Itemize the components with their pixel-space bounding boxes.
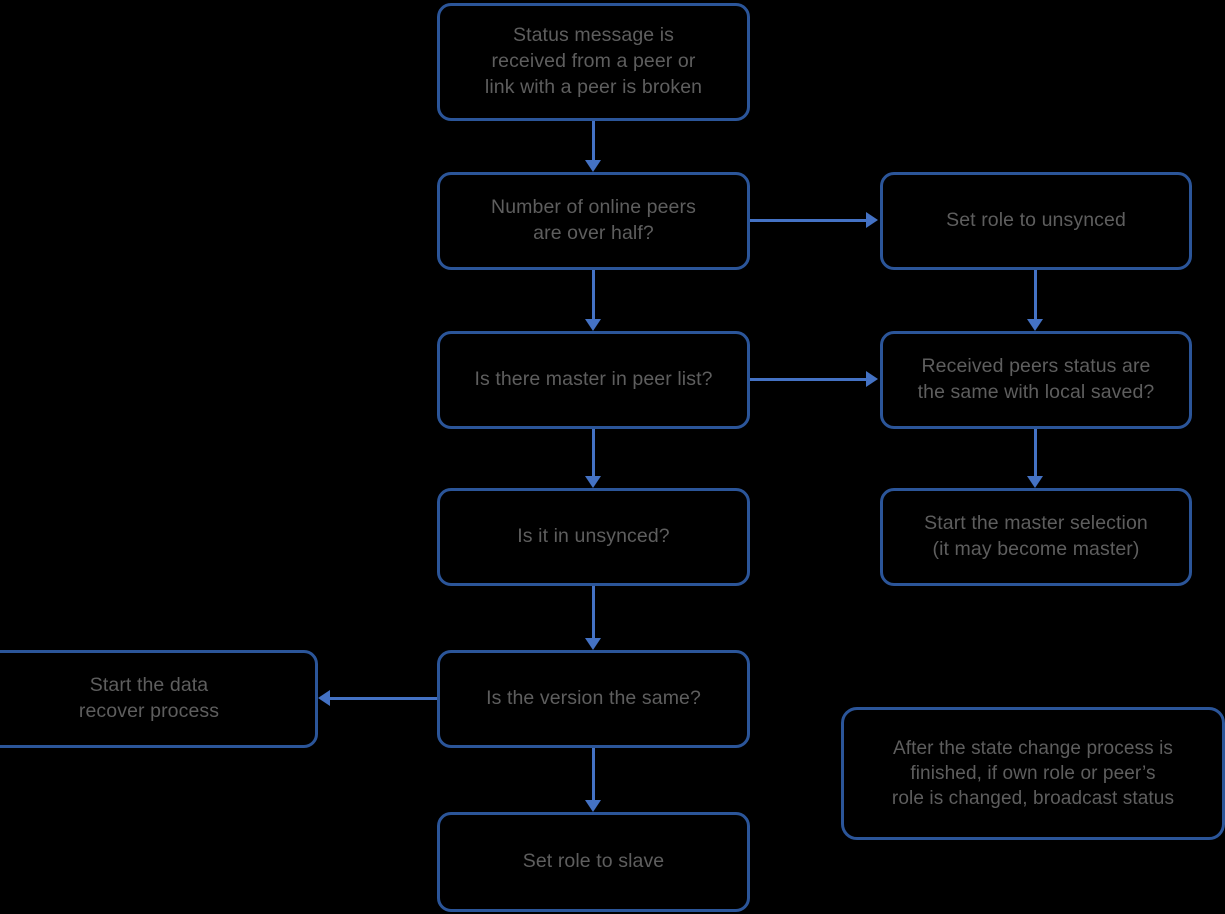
edge-version-to-set-slave: [592, 748, 595, 802]
arrowhead-online-peers-to-unsynced: [866, 212, 878, 228]
node-set-role-slave-label: Set role to slave: [522, 850, 665, 873]
edge-master-list-to-received-status: [750, 378, 868, 381]
node-start-data-recover[interactable]: Start the data recover process: [0, 650, 318, 748]
node-start-data-recover-label: Start the data recover process: [78, 674, 220, 722]
edge-received-status-to-master-selection: [1034, 429, 1037, 478]
node-set-role-slave[interactable]: Set role to slave: [437, 812, 750, 912]
node-status-message[interactable]: Status message is received from a peer o…: [437, 3, 750, 121]
arrowhead-online-peers-to-master-list: [585, 319, 601, 331]
arrowhead-master-list-to-received-status: [866, 371, 878, 387]
node-received-peers-status-label: Received peers status are the same with …: [917, 355, 1155, 403]
node-broadcast-note-label: After the state change process is finish…: [891, 737, 1175, 810]
edge-master-list-to-is-unsynced: [592, 429, 595, 478]
edge-online-peers-to-unsynced: [750, 219, 868, 222]
node-set-role-unsynced[interactable]: Set role to unsynced: [880, 172, 1192, 270]
node-start-master-selection[interactable]: Start the master selection (it may becom…: [880, 488, 1192, 586]
node-master-in-peer-list-label: Is there master in peer list?: [474, 368, 713, 391]
edge-online-peers-to-master-list: [592, 270, 595, 321]
node-is-it-unsynced[interactable]: Is it in unsynced?: [437, 488, 750, 586]
node-is-version-same[interactable]: Is the version the same?: [437, 650, 750, 748]
arrowhead-master-list-to-is-unsynced: [585, 476, 601, 488]
node-online-peers-over-half[interactable]: Number of online peers are over half?: [437, 172, 750, 270]
edge-status-to-online-peers: [592, 121, 595, 162]
node-is-version-same-label: Is the version the same?: [486, 687, 701, 710]
node-master-in-peer-list[interactable]: Is there master in peer list?: [437, 331, 750, 429]
node-set-role-unsynced-label: Set role to unsynced: [946, 209, 1126, 232]
node-is-it-unsynced-label: Is it in unsynced?: [517, 525, 670, 548]
node-status-message-label: Status message is received from a peer o…: [484, 24, 703, 98]
edge-unsynced-to-received-status: [1034, 270, 1037, 321]
arrowhead-version-to-data-recover: [318, 690, 330, 706]
node-start-master-selection-label: Start the master selection (it may becom…: [924, 512, 1148, 560]
node-online-peers-over-half-label: Number of online peers are over half?: [491, 196, 696, 244]
arrowhead-is-unsynced-to-version: [585, 638, 601, 650]
edge-version-to-data-recover: [330, 697, 437, 700]
node-received-peers-status[interactable]: Received peers status are the same with …: [880, 331, 1192, 429]
arrowhead-status-to-online-peers: [585, 160, 601, 172]
arrowhead-version-to-set-slave: [585, 800, 601, 812]
edge-is-unsynced-to-version: [592, 586, 595, 640]
node-broadcast-note[interactable]: After the state change process is finish…: [841, 707, 1225, 840]
arrowhead-received-status-to-master-selection: [1027, 476, 1043, 488]
arrowhead-unsynced-to-received-status: [1027, 319, 1043, 331]
